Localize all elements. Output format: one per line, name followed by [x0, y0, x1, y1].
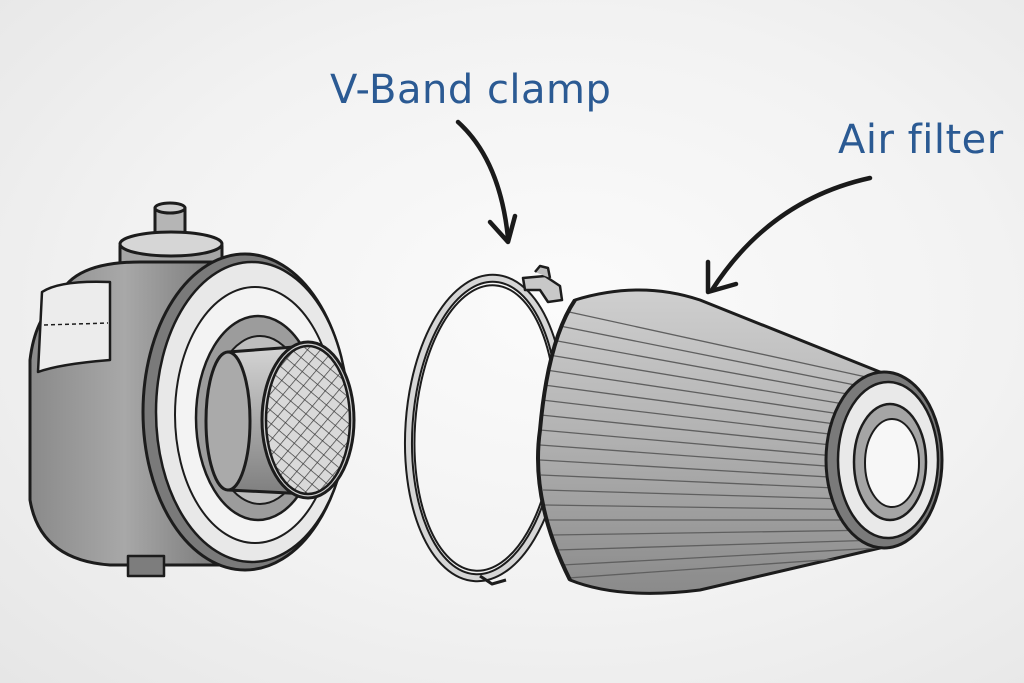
cone-air-filter — [536, 288, 944, 595]
inlet-mesh-screen — [264, 344, 352, 496]
filter-end-cap — [824, 370, 944, 550]
filter-pleat-lines — [539, 309, 880, 579]
air-filter-label: Air filter — [838, 117, 1004, 163]
vband-clamp-label: V-Band clamp — [330, 67, 612, 113]
turbo-inlet-housing — [28, 201, 356, 578]
housing-bottom-nub — [126, 554, 166, 578]
housing-label-plate — [36, 280, 112, 374]
vband-callout-arrow — [455, 119, 518, 245]
airfilter-callout-arrow — [705, 175, 873, 295]
v-band-clamp-latch — [521, 264, 564, 304]
callout-arrows — [455, 119, 873, 295]
filter-end-cap-opening — [864, 418, 920, 508]
housing-inlet-pipe — [204, 340, 356, 500]
